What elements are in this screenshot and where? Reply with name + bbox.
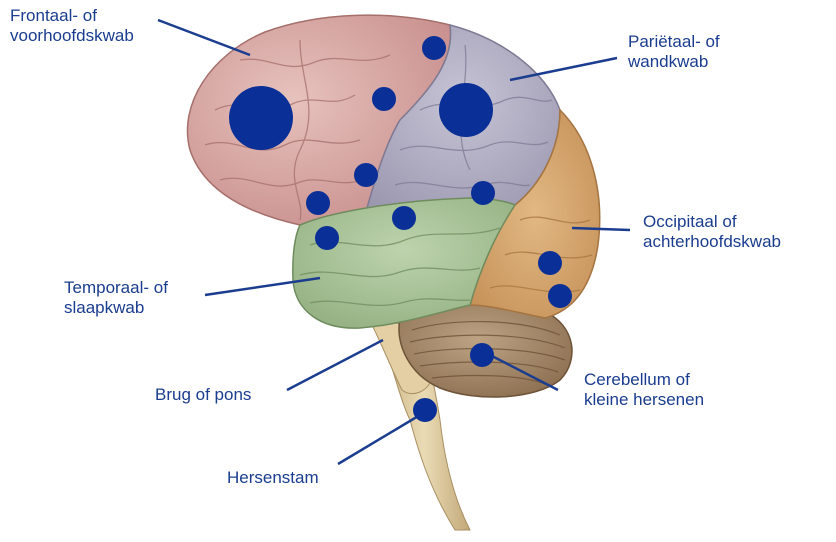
- marker-dot: [548, 284, 572, 308]
- label-frontal-lobe: Frontaal- of voorhoofdskwab: [10, 6, 134, 46]
- marker-dot: [471, 181, 495, 205]
- label-temporal-line2: slaapkwab: [64, 298, 168, 318]
- label-parietal-line2: wandkwab: [628, 52, 720, 72]
- label-cerebellum-line1: Cerebellum of: [584, 370, 704, 390]
- marker-dot: [229, 86, 293, 150]
- marker-dot: [392, 206, 416, 230]
- label-temporal-lobe: Temporaal- of slaapkwab: [64, 278, 168, 318]
- label-parietal-lobe: Pariëtaal- of wandkwab: [628, 32, 720, 72]
- marker-dot: [413, 398, 437, 422]
- marker-dot: [538, 251, 562, 275]
- label-cerebellum: Cerebellum of kleine hersenen: [584, 370, 704, 410]
- marker-dot: [306, 191, 330, 215]
- label-frontal-line1: Frontaal- of: [10, 6, 134, 26]
- label-frontal-line2: voorhoofdskwab: [10, 26, 134, 46]
- leader-line-pons: [287, 340, 383, 390]
- label-occipital-lobe: Occipitaal of achterhoofdskwab: [643, 212, 781, 252]
- label-cerebellum-line2: kleine hersenen: [584, 390, 704, 410]
- label-occipital-line2: achterhoofdskwab: [643, 232, 781, 252]
- marker-dot: [422, 36, 446, 60]
- marker-dot: [439, 83, 493, 137]
- leader-line-brainstem: [338, 415, 420, 464]
- label-temporal-line1: Temporaal- of: [64, 278, 168, 298]
- marker-dot: [354, 163, 378, 187]
- label-pons: Brug of pons: [155, 385, 251, 405]
- marker-dot: [372, 87, 396, 111]
- label-brainstem-line1: Hersenstam: [227, 468, 319, 488]
- label-pons-line1: Brug of pons: [155, 385, 251, 405]
- marker-dot: [470, 343, 494, 367]
- label-parietal-line1: Pariëtaal- of: [628, 32, 720, 52]
- marker-dot: [315, 226, 339, 250]
- label-occipital-line1: Occipitaal of: [643, 212, 781, 232]
- label-brainstem: Hersenstam: [227, 468, 319, 488]
- leader-line-frontal: [158, 20, 250, 55]
